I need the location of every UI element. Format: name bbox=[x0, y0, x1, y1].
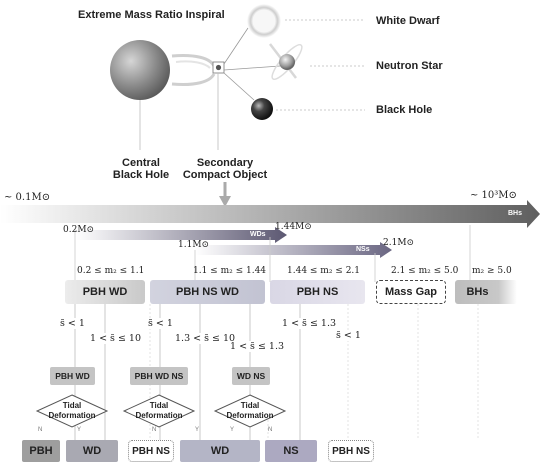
tidal-deformation-1: Tidal Deformation bbox=[48, 401, 96, 420]
range-2: 1.1 ≤ m₂ ≤ 1.44 bbox=[193, 266, 267, 276]
axis-max-label: ~ 10³M⊙ bbox=[470, 190, 517, 201]
ns-tag: NSs bbox=[356, 246, 370, 253]
mass-axis-arrow bbox=[0, 200, 540, 228]
condition-3: s̃ < 1 bbox=[148, 318, 173, 329]
n-marker-3: N bbox=[268, 427, 273, 433]
tidal-deformation-2: Tidal Deformation bbox=[135, 401, 183, 420]
range-3: 1.44 ≤ m₂ ≤ 2.1 bbox=[287, 266, 361, 276]
black-hole-label: Black Hole bbox=[376, 104, 433, 116]
category-pbh-ns: PBH NS bbox=[296, 286, 339, 298]
black-hole-sphere bbox=[251, 98, 273, 120]
condition-5: 1 < s̃ ≤ 1.3 bbox=[230, 341, 285, 352]
range-5: m₂ ≥ 5.0 bbox=[472, 266, 512, 276]
condition-6: 1 < s̃ ≤ 1.3 bbox=[282, 318, 337, 329]
central-black-hole-label: Central Black Hole bbox=[112, 157, 170, 181]
central-label-line1: Central bbox=[122, 157, 160, 169]
n-marker-1: N bbox=[38, 427, 43, 433]
diagram-title: Extreme Mass Ratio Inspiral bbox=[78, 9, 225, 21]
secondary-label-line2: Compact Object bbox=[182, 169, 268, 181]
wd-tag: WDs bbox=[250, 231, 266, 238]
outcome-wd-1: WD bbox=[82, 445, 102, 457]
condition-4: 1.3 < s̃ ≤ 10 bbox=[175, 333, 236, 344]
n-marker-2: N bbox=[152, 427, 157, 433]
outcome-ns: NS bbox=[283, 445, 299, 457]
wd-end-label: 1.44M⊙ bbox=[275, 222, 312, 232]
tidal-deformation-3: Tidal Deformation bbox=[226, 401, 274, 420]
y-marker-2: Y bbox=[195, 427, 200, 433]
neutron-star-label: Neutron Star bbox=[376, 60, 443, 72]
range-4: 2.1 ≤ m₂ ≤ 5.0 bbox=[391, 266, 459, 276]
small-box-wd-ns: WD NS bbox=[236, 371, 266, 381]
axis-min-label: ~ 0.1M⊙ bbox=[4, 192, 51, 203]
category-pbh-wd: PBH WD bbox=[82, 286, 128, 298]
secondary-object-label: Secondary Compact Object bbox=[180, 157, 270, 181]
wd-start-label: 0.2M⊙ bbox=[63, 225, 95, 235]
y-marker-1: Y bbox=[77, 427, 82, 433]
ns-end-label: 2.1M⊙ bbox=[383, 238, 415, 248]
central-black-hole-sphere bbox=[110, 40, 170, 100]
secondary-label-line1: Secondary bbox=[196, 157, 254, 169]
outcome-pbh: PBH bbox=[29, 445, 53, 457]
category-bhs: BHs bbox=[466, 286, 489, 298]
category-mass-gap: Mass Gap bbox=[376, 280, 446, 304]
wd-range-arrow bbox=[75, 227, 287, 243]
central-label-line2: Black Hole bbox=[112, 169, 170, 181]
neutron-star-sphere bbox=[279, 54, 295, 70]
y-marker-3: Y bbox=[230, 427, 235, 433]
outcome-wd-2: WD bbox=[210, 445, 230, 457]
category-pbh-ns-wd: PBH NS WD bbox=[176, 286, 239, 298]
ns-start-label: 1.1M⊙ bbox=[178, 240, 210, 250]
bhs-tag: BHs bbox=[508, 210, 523, 217]
outcome-pbh-ns-1: PBH NS bbox=[128, 440, 174, 462]
outcome-pbh-ns-2: PBH NS bbox=[328, 440, 374, 462]
condition-1: s̃ < 1 bbox=[60, 318, 85, 329]
small-box-pbh-wd: PBH WD bbox=[55, 371, 90, 381]
condition-2: 1 < s̃ ≤ 10 bbox=[90, 333, 142, 344]
condition-7: s̃ < 1 bbox=[336, 330, 361, 341]
range-1: 0.2 ≤ m₂ ≤ 1.1 bbox=[77, 266, 145, 276]
small-box-pbh-wd-ns: PBH WD NS bbox=[134, 371, 184, 381]
white-dwarf-label: White Dwarf bbox=[376, 15, 440, 27]
ns-range-arrow bbox=[195, 242, 392, 258]
